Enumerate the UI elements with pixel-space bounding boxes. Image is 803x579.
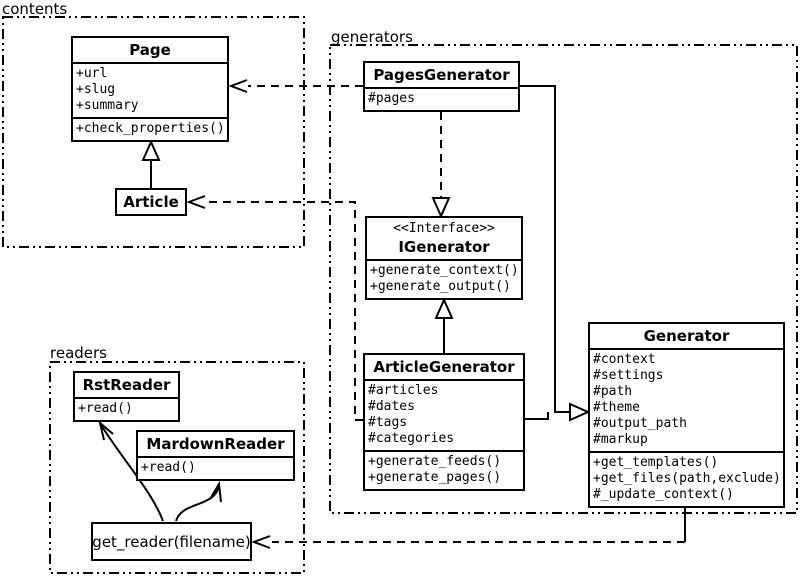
class-article: Article: [115, 188, 187, 216]
edge-articlegenerator-to-generator: [525, 412, 549, 420]
method-row: +generate_feeds(): [368, 454, 502, 469]
attribute-row: #settings: [593, 368, 664, 383]
class-generator-title: Generator: [643, 327, 730, 345]
class-page-attributes: +url +slug +summary: [73, 62, 227, 117]
edge-getreader-to-mardownreader: [175, 485, 220, 522]
arrowhead-rstreader: [98, 420, 114, 441]
method-row: +check_properties(): [76, 121, 225, 136]
class-pagesgenerator-attributes: #pages: [365, 87, 518, 110]
package-label-readers: readers: [50, 344, 107, 362]
class-igenerator-stereotype: <<Interface>>: [393, 221, 495, 236]
class-rstreader: RstReader +read(): [73, 371, 180, 422]
generalization-triangle-igenerator: [434, 297, 454, 319]
class-page: Page +url +slug +summary +check_properti…: [71, 36, 229, 142]
class-articlegenerator: ArticleGenerator #articles #dates #tags …: [363, 353, 525, 491]
attribute-row: +url: [76, 66, 108, 81]
class-rstreader-methods: +read(): [75, 397, 178, 420]
attribute-row: #context: [593, 352, 656, 367]
attribute-row: #output_path: [593, 416, 687, 431]
class-rstreader-title: RstReader: [82, 376, 171, 394]
method-row: +get_files(path,exclude): [593, 471, 781, 486]
class-articlegenerator-methods: +generate_feeds() +generate_pages(): [365, 450, 523, 489]
method-row: +get_templates(): [593, 455, 719, 470]
edge-articlegenerator-to-article: [206, 201, 363, 421]
arrowhead-mardownreader: [209, 480, 222, 503]
package-label-contents: contents: [2, 0, 68, 18]
generalization-triangle-generator: [569, 402, 591, 422]
attribute-row: #markup: [593, 432, 648, 447]
attribute-row: #tags: [368, 415, 408, 430]
class-pagesgenerator: PagesGenerator #pages: [363, 61, 520, 112]
class-generator: Generator #context #settings #path #them…: [588, 322, 785, 508]
method-row: +read(): [78, 401, 133, 416]
dependency-arrowhead-page: [228, 79, 248, 93]
method-row: +generate_pages(): [368, 470, 502, 485]
attribute-row: #path: [593, 384, 633, 399]
class-page-methods: +check_properties(): [73, 117, 227, 140]
realization-triangle-igenerator: [431, 197, 451, 219]
attribute-row: +summary: [76, 98, 139, 113]
attribute-row: #pages: [368, 91, 415, 106]
attribute-row: +slug: [76, 82, 116, 97]
class-mardownreader: MardownReader +read(): [136, 430, 295, 481]
class-generator-attributes: #context #settings #path #theme #output_…: [590, 348, 783, 451]
class-igenerator-title: IGenerator: [398, 238, 490, 256]
dependency-arrowhead-getreader: [251, 535, 271, 549]
method-row: +generate_output(): [370, 279, 511, 294]
generalization-triangle-page: [141, 139, 161, 161]
class-articlegenerator-attributes: #articles #dates #tags #categories: [365, 379, 523, 450]
attribute-row: #articles: [368, 383, 439, 398]
class-generator-methods: +get_templates() +get_files(path,exclude…: [590, 451, 783, 506]
edge-pagesgenerator-to-generator: [520, 85, 570, 413]
package-label-generators: generators: [331, 28, 413, 46]
method-row: +read(): [141, 460, 196, 475]
attribute-row: #categories: [368, 431, 455, 446]
class-articlegenerator-title: ArticleGenerator: [373, 358, 515, 376]
method-row: #_update_context(): [593, 487, 734, 502]
class-page-title: Page: [129, 41, 171, 59]
class-igenerator-methods: +generate_context() +generate_output(): [367, 259, 521, 298]
class-pagesgenerator-title: PagesGenerator: [373, 66, 510, 84]
attribute-row: #dates: [368, 399, 415, 414]
dependency-arrowhead-article: [186, 195, 206, 209]
function-get-reader: get_reader(filename): [91, 522, 252, 561]
class-igenerator: <<Interface>> IGenerator +generate_conte…: [365, 216, 523, 300]
class-mardownreader-methods: +read(): [138, 456, 293, 479]
package-border-readers: [49, 361, 305, 574]
package-border-contents: [2, 16, 305, 248]
function-get-reader-label: get_reader(filename): [92, 532, 251, 551]
method-row: +generate_context(): [370, 263, 519, 278]
class-mardownreader-title: MardownReader: [146, 435, 285, 453]
class-article-title: Article: [123, 193, 179, 211]
attribute-row: #theme: [593, 400, 640, 415]
